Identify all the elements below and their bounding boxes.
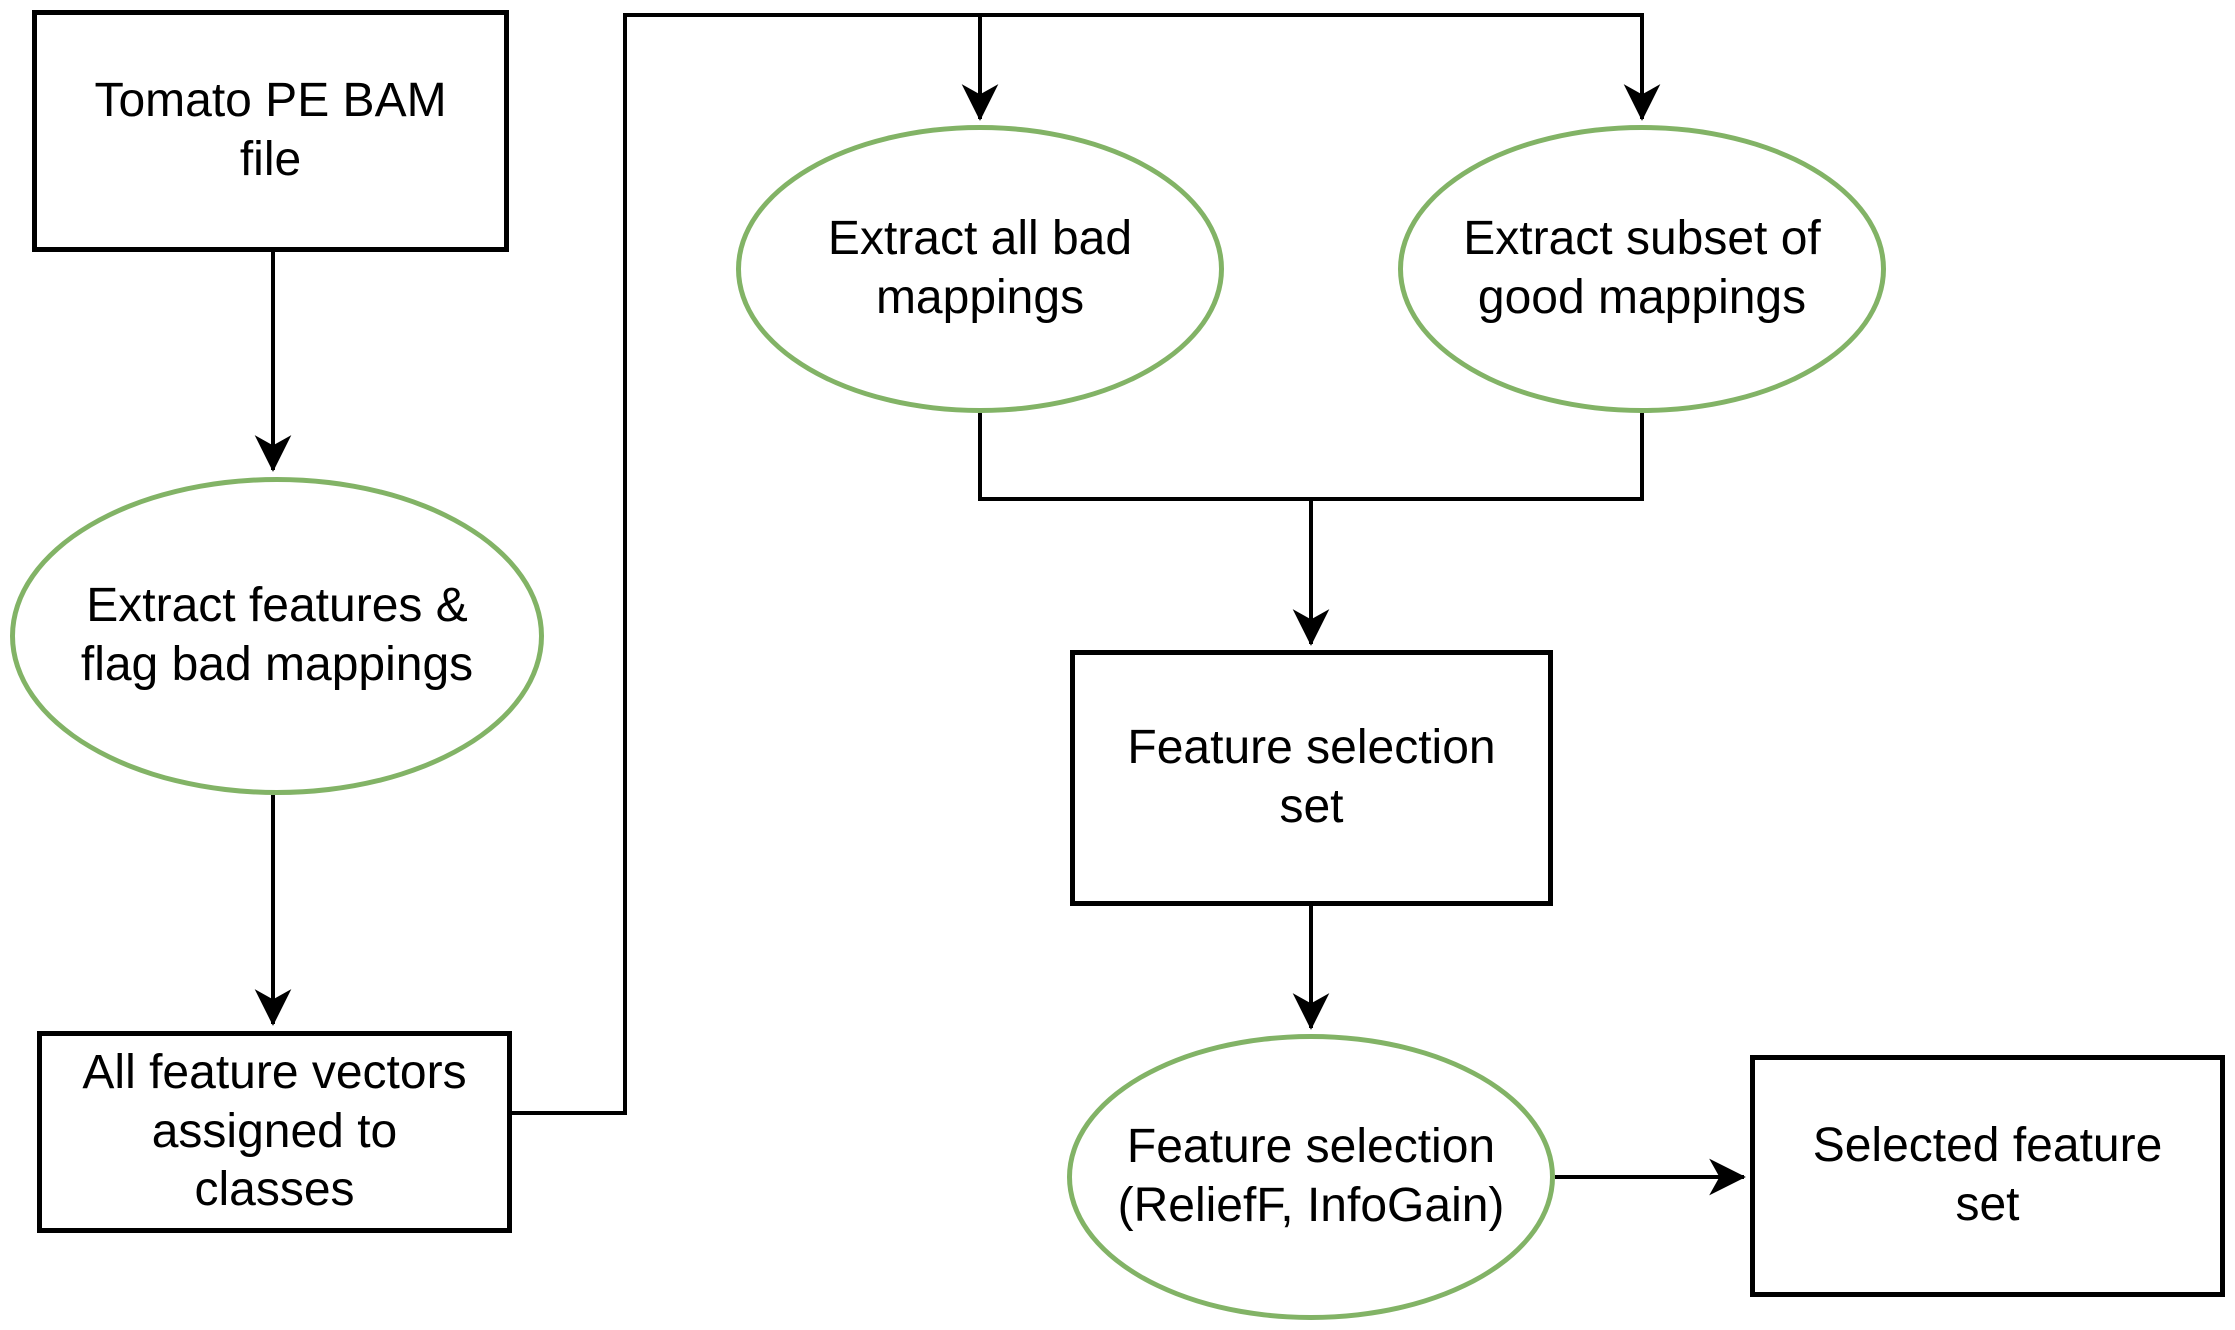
node-feature-selection-set: Feature selection set	[1070, 650, 1553, 906]
node-label: Feature selection set	[1127, 721, 1496, 833]
node-extract-features-flag-bad-mappings: Extract features & flag bad mappings	[10, 477, 544, 795]
node-label: Selected feature set	[1812, 1119, 2163, 1231]
node-all-feature-vectors-assigned-to-classes: All feature vectors assigned to classes	[37, 1031, 512, 1233]
node-tomato-pe-bam-file: Tomato PE BAM file	[32, 10, 509, 252]
node-label: Feature selection (ReliefF, InfoGain)	[1117, 1120, 1505, 1232]
node-extract-subset-of-good-mappings: Extract subset of good mappings	[1398, 125, 1886, 413]
node-label: Extract features & flag bad mappings	[80, 579, 474, 691]
node-label: Extract all bad mappings	[827, 212, 1133, 324]
node-extract-all-bad-mappings: Extract all bad mappings	[736, 125, 1224, 413]
node-selected-feature-set: Selected feature set	[1750, 1055, 2225, 1297]
node-label: All feature vectors assigned to classes	[82, 1046, 467, 1217]
node-feature-selection-relieff-infogain: Feature selection (ReliefF, InfoGain)	[1067, 1034, 1555, 1320]
node-label: Tomato PE BAM file	[94, 74, 447, 186]
node-label: Extract subset of good mappings	[1463, 212, 1821, 324]
connector-merge-bar	[978, 413, 1644, 501]
